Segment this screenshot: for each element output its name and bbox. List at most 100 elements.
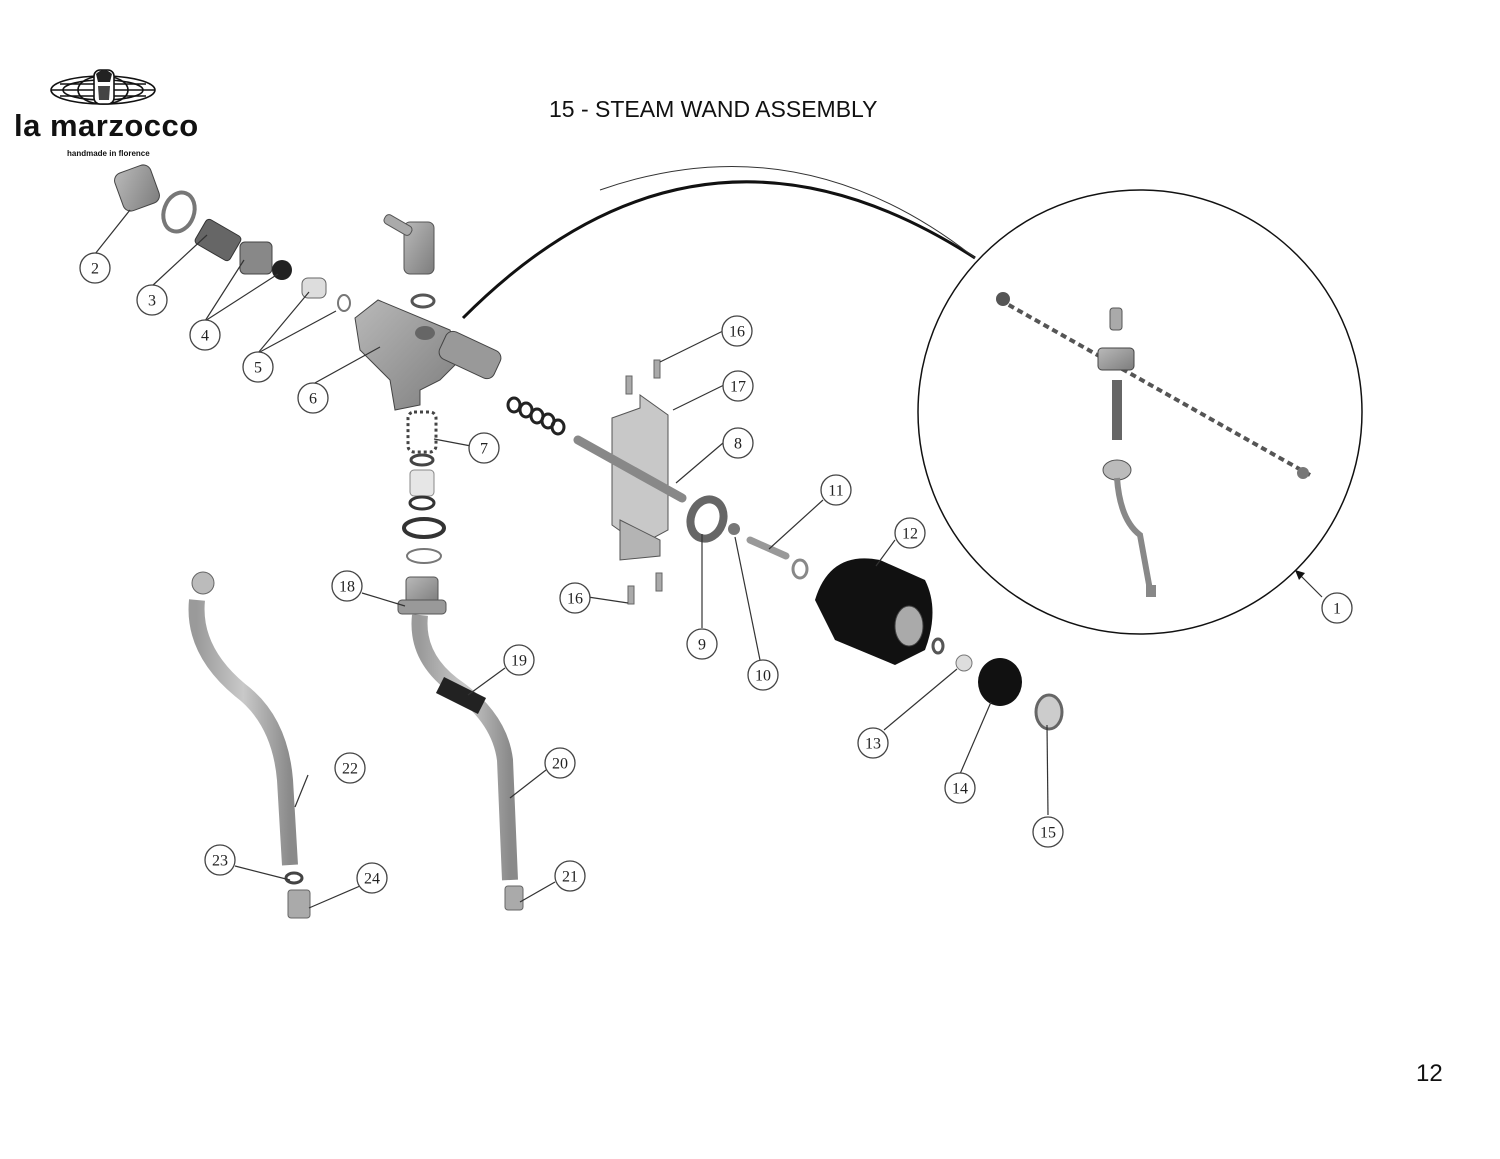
part-21-tip-icon — [504, 885, 524, 911]
inset-arrowhead-icon — [1295, 570, 1305, 580]
callout-number: 9 — [698, 637, 706, 654]
callout-14: 14 — [944, 772, 976, 804]
callout-number: 1 — [1333, 601, 1341, 618]
callout-circle — [894, 517, 926, 549]
callout-3: 3 — [136, 284, 168, 316]
part-3-filter-icon — [194, 218, 242, 262]
part-18-nut-icon — [397, 576, 447, 615]
inset-connector-arc — [461, 165, 976, 320]
part-20-steam-pipe-icon — [411, 614, 518, 881]
callout-22: 22 — [334, 752, 366, 784]
callout-number: 24 — [364, 871, 380, 888]
callout-20: 20 — [544, 747, 576, 779]
callout-number: 8 — [734, 436, 742, 453]
callout-number: 5 — [254, 360, 262, 377]
part-5-bushing-icon — [301, 277, 351, 312]
callout-17: 17 — [722, 370, 754, 402]
part-13-cap-nut-icon — [931, 637, 973, 672]
la-marzocco-logo — [50, 69, 156, 105]
part-14-cap-icon — [978, 658, 1022, 706]
callout-number: 17 — [730, 379, 746, 396]
callout-circle — [331, 570, 363, 602]
page-title: 15 - STEAM WAND ASSEMBLY — [549, 96, 878, 122]
callout-number: 13 — [865, 736, 881, 753]
assembled-inset — [917, 189, 1363, 635]
callout-number: 2 — [91, 261, 99, 278]
callout-number: 23 — [212, 853, 228, 870]
callout-number: 10 — [755, 668, 771, 685]
callout-circle — [468, 432, 500, 464]
callout-10: 10 — [747, 659, 779, 691]
part-3-gasket-icon — [161, 190, 197, 234]
part-9-lock-nut-icon — [686, 495, 728, 543]
part-15-badge-icon — [1034, 693, 1064, 731]
part-6-valve-body-icon — [354, 299, 502, 411]
o-rings-icon — [506, 396, 566, 436]
callout-circle — [1321, 592, 1353, 624]
callout-2: 2 — [79, 252, 111, 284]
part-16-screw-icon — [625, 359, 663, 605]
callout-number: 7 — [480, 441, 488, 458]
callout-circle — [503, 644, 535, 676]
part-7-spring-icon — [402, 410, 446, 564]
callout-number: 15 — [1040, 825, 1056, 842]
callout-circle — [79, 252, 111, 284]
callout-number: 21 — [562, 869, 578, 886]
leader-lines — [94, 209, 1323, 909]
callout-19: 19 — [503, 644, 535, 676]
callout-circle — [189, 319, 221, 351]
callout-circle — [334, 752, 366, 784]
callout-24: 24 — [356, 862, 388, 894]
callout-number: 16 — [567, 591, 583, 608]
part-22-pipe-icon — [188, 571, 298, 866]
part-23-washer-icon — [284, 871, 304, 885]
brand-tagline: handmade in florence — [67, 149, 150, 158]
callout-6: 6 — [297, 382, 329, 414]
brand-name: la marzocco — [14, 108, 199, 143]
callout-number: 3 — [148, 293, 156, 310]
part-24-tip-icon — [287, 889, 311, 919]
callout-23: 23 — [204, 844, 236, 876]
callout-number: 22 — [342, 761, 358, 778]
callout-circle — [857, 727, 889, 759]
callout-number: 4 — [201, 328, 209, 345]
callout-circle — [242, 351, 274, 383]
callout-number: 18 — [339, 579, 355, 596]
callout-circle — [356, 862, 388, 894]
callout-5: 5 — [242, 351, 274, 383]
page-number: 12 — [1416, 1060, 1443, 1087]
callout-number: 14 — [952, 781, 968, 798]
callout-circle — [722, 370, 754, 402]
callout-circle — [686, 628, 718, 660]
callout-number: 16 — [729, 324, 745, 341]
part-8-shaft-icon — [573, 435, 687, 503]
part-4-nut-icon — [239, 241, 292, 280]
callout-number: 19 — [511, 653, 527, 670]
callout-7: 7 — [468, 432, 500, 464]
callout-9: 9 — [686, 628, 718, 660]
callout-circle — [721, 315, 753, 347]
callout-18: 18 — [331, 570, 363, 602]
callout-21: 21 — [554, 860, 586, 892]
callout-12: 12 — [894, 517, 926, 549]
steam-knob-top-icon — [383, 214, 436, 309]
callout-number: 11 — [828, 483, 843, 500]
callout-circle — [820, 474, 852, 506]
callout-circle — [544, 747, 576, 779]
callout-number: 20 — [552, 756, 568, 773]
callout-4: 4 — [189, 319, 221, 351]
callout-circle — [747, 659, 779, 691]
callout-8: 8 — [722, 427, 754, 459]
part-11-pin-icon — [746, 536, 809, 580]
callout-circle — [559, 582, 591, 614]
callout-circle — [297, 382, 329, 414]
callout-circle — [136, 284, 168, 316]
callout-number: 12 — [902, 526, 918, 543]
callout-circle — [944, 772, 976, 804]
callout-11: 11 — [820, 474, 852, 506]
callout-15: 15 — [1032, 816, 1064, 848]
part-12-knob-icon — [815, 558, 933, 665]
lion-figure-icon — [93, 69, 115, 105]
